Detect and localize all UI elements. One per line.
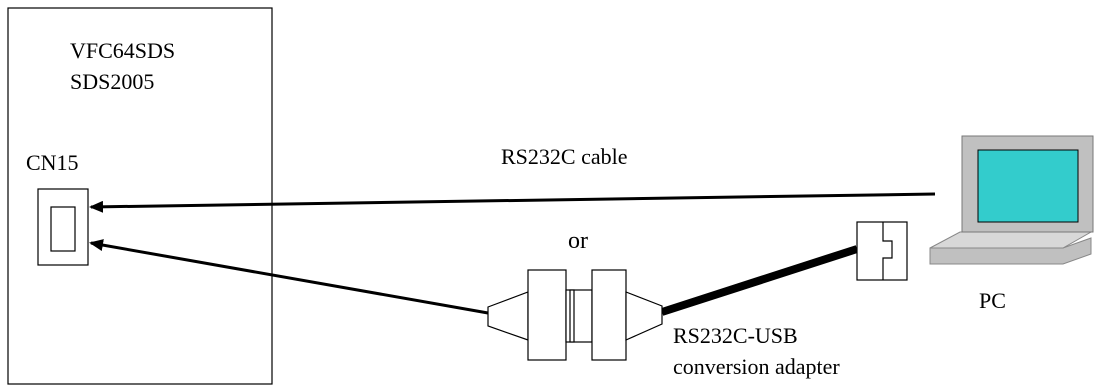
usb-plug: [856, 221, 908, 281]
alternative-label: or: [568, 228, 588, 254]
rs232c-cable-arrow: [89, 192, 936, 213]
usb-cable: [660, 245, 859, 316]
adapter-label-line1: RS232C-USB: [673, 323, 798, 348]
adapter-cable-arrow: [89, 239, 489, 315]
device-model-line1: VFC64SDS: [70, 38, 176, 63]
connector-label: CN15: [26, 150, 79, 175]
cn15-connector: [37, 188, 89, 266]
adapter-label-line2: conversion adapter: [673, 354, 840, 379]
pc-label: PC: [979, 288, 1006, 313]
laptop-icon: [929, 135, 1094, 265]
cable-label: RS232C cable: [501, 144, 628, 169]
device-model-line2: SDS2005: [70, 69, 155, 94]
conversion-adapter: [487, 269, 663, 361]
